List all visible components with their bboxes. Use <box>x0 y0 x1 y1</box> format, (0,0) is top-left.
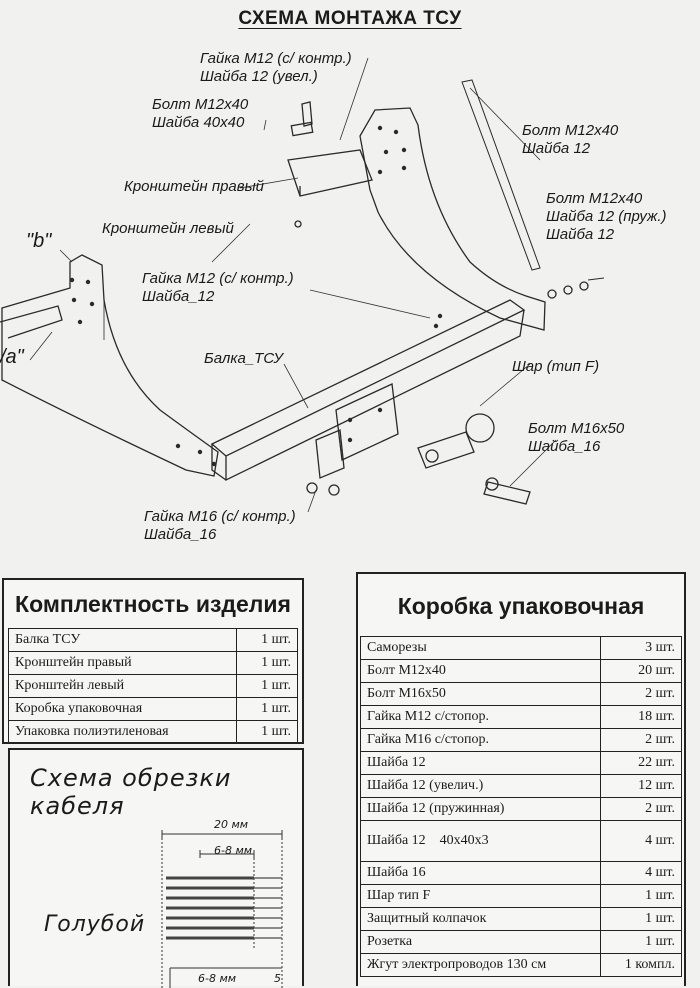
label-washer-12-r2: Шайба 12 <box>546 226 615 243</box>
kit-item-name: Балка ТСУ <box>8 628 237 652</box>
label-washer-12-mid: Шайба_12 <box>142 288 215 305</box>
box-item-name: Болт М12х40 <box>360 659 601 683</box>
label-nut-m12-top: Гайка М12 (с/ контр.) <box>200 50 352 67</box>
cable-header: Схема обрезки кабеля <box>30 764 232 820</box>
label-nut-m12-mid: Гайка М12 (с/ контр.) <box>142 270 294 287</box>
label-mark-b: "b" <box>26 230 52 252</box>
kit-item-name: Кронштейн левый <box>8 674 237 698</box>
dim-number-5: 5 <box>274 972 281 985</box>
label-ball: Шар (тип F) <box>512 358 600 375</box>
kit-item-name: Кронштейн правый <box>8 651 237 675</box>
box-item-qty: 2 шт. <box>600 728 682 752</box>
kit-item-name: Коробка упаковочная <box>8 697 237 721</box>
table-row: Шайба 12 (увелич.)12 шт. <box>360 774 682 798</box>
table-row: Гайка М12 с/стопор.18 шт. <box>360 705 682 729</box>
table-row: Гайка М16 с/стопор.2 шт. <box>360 728 682 752</box>
label-nut-m16: Гайка М16 (с/ контр.) <box>144 508 296 525</box>
box-item-qty: 1 шт. <box>600 884 682 908</box>
cable-panel: Схема обрезки кабеля 20 мм 6-8 мм Голубо… <box>8 748 304 988</box>
box-item-name: Шайба 12 (увелич.) <box>360 774 601 798</box>
box-item-name: Шайба 12 (пружинная) <box>360 797 601 821</box>
kit-item-qty: 1 шт. <box>236 674 298 698</box>
label-bracket-right: Кронштейн правый <box>124 178 264 195</box>
dim-6-8mm-bottom: 6-8 мм <box>198 972 237 985</box>
label-bolt-m12x40-left: Болт М12х40 <box>152 96 249 113</box>
mounting-diagram <box>0 57 605 513</box>
cable-drawing <box>161 830 283 988</box>
box-item-name: Саморезы <box>360 636 601 660</box>
box-item-qty: 22 шт. <box>600 751 682 775</box>
box-item-qty: 1 шт. <box>600 907 682 931</box>
box-item-name: Гайка М12 с/стопор. <box>360 705 601 729</box>
label-bolt-m12x40-r2: Болт М12х40 <box>546 190 643 207</box>
left-bracket-outline <box>1 254 219 477</box>
label-washer-12-right: Шайба 12 <box>522 140 591 157</box>
box-item-qty: 1 компл. <box>600 953 682 977</box>
box-item-qty: 20 шт. <box>600 659 682 683</box>
kit-item-qty: 1 шт. <box>236 720 298 744</box>
box-item-qty: 18 шт. <box>600 705 682 729</box>
box-item-name: Защитный колпачок <box>360 907 601 931</box>
kit-item-qty: 1 шт. <box>236 697 298 721</box>
plate-outline <box>335 383 399 461</box>
box-item-name: Болт М16х50 <box>360 682 601 706</box>
packing-box-header: Коробка упаковочная <box>397 593 645 619</box>
dim-20mm: 20 мм <box>214 818 249 831</box>
label-bolt-m16x50: Болт М16х50 <box>528 420 625 437</box>
box-item-name: Шайба 12 <box>360 751 601 775</box>
box-item-name: Шар тип F <box>360 884 601 908</box>
table-row: Шайба 12 (пружинная)2 шт. <box>360 797 682 821</box>
ball-outline <box>465 413 495 443</box>
label-washer-12-spring: Шайба 12 (пруж.) <box>546 208 667 225</box>
box-item-qty: 3 шт. <box>600 636 682 660</box>
right-bracket-outline <box>359 107 546 331</box>
box-item-qty: 2 шт. <box>600 797 682 821</box>
wire-color-label: Голубой <box>44 912 146 937</box>
box-item-qty: 4 шт. <box>600 861 682 885</box>
page-title: СХЕМА МОНТАЖА ТСУ <box>238 8 462 29</box>
kit-item-qty: 1 шт. <box>236 628 298 652</box>
label-washer-16-right: Шайба_16 <box>528 438 601 455</box>
label-washer-16-left: Шайба_16 <box>144 526 217 543</box>
box-item-name: Шайба 16 <box>360 861 601 885</box>
box-item-qty: 2 шт. <box>600 682 682 706</box>
box-item-name: Гайка М16 с/стопор. <box>360 728 601 752</box>
label-bracket-left: Кронштейн левый <box>102 220 234 237</box>
label-mark-a: /a" <box>0 346 24 368</box>
box-item-name: Розетка <box>360 930 601 954</box>
label-bolt-m12x40-right: Болт М12х40 <box>522 122 619 139</box>
label-beam: Балка_ТСУ <box>204 350 283 367</box>
beam-outline <box>210 299 526 457</box>
kit-item-qty: 1 шт. <box>236 651 298 675</box>
box-item-name: Шайба 12 40х40х3 <box>360 820 601 862</box>
label-washer-40x40: Шайба 40х40 <box>152 114 245 131</box>
kit-item-name: Упаковка полиэтиленовая <box>8 720 237 744</box>
label-washer-12-enlarged: Шайба 12 (увел.) <box>200 68 318 85</box>
kit-header: Комплектность изделия <box>15 591 291 617</box>
box-item-name: Жгут электропроводов 130 см <box>360 953 601 977</box>
box-item-qty: 1 шт. <box>600 930 682 954</box>
box-item-qty: 4 шт. <box>600 820 682 862</box>
box-item-qty: 12 шт. <box>600 774 682 798</box>
